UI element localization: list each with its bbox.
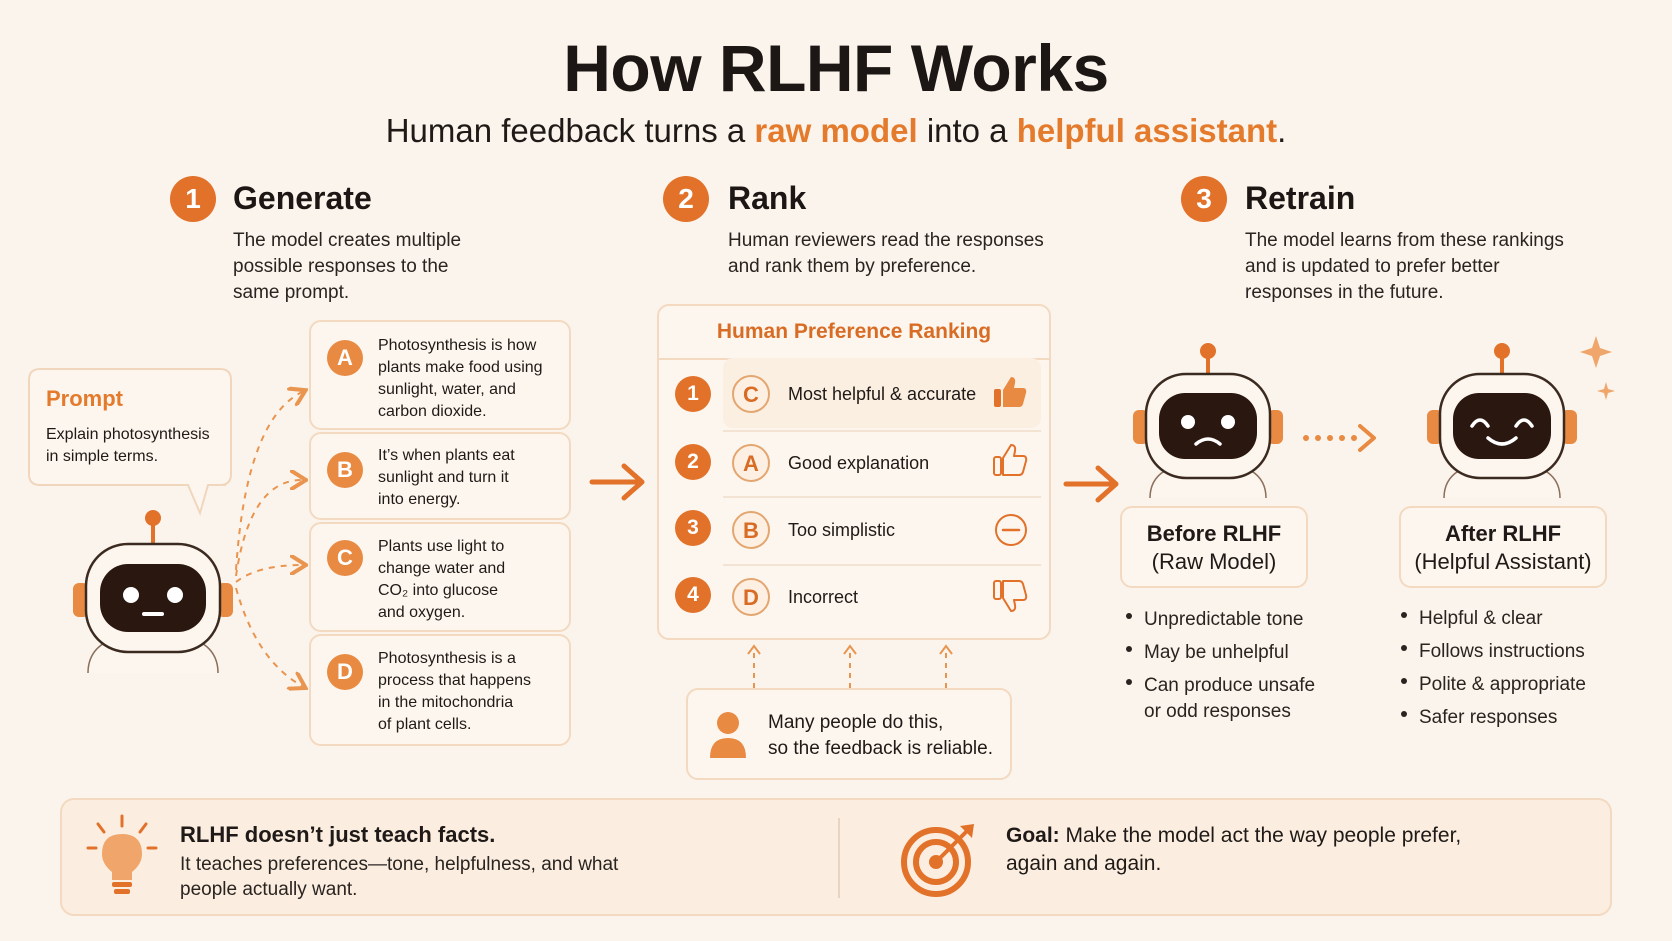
page-title: How RLHF Works — [563, 31, 1109, 105]
response-letter: C — [327, 540, 363, 576]
rank-letter: C — [732, 375, 770, 413]
step-3-description: The model learns from these rankings and… — [1245, 230, 1564, 303]
summary-heading: RLHF doesn’t just teach facts. — [180, 822, 496, 847]
response-letter: B — [327, 452, 363, 488]
trait-item: May be unhelpful — [1124, 636, 1315, 669]
raw-model-robot-icon — [73, 510, 233, 674]
rank-letter: A — [732, 444, 770, 482]
ranking-panel: Human Preference Ranking 1 C Most helpfu… — [657, 304, 1051, 640]
trait-item: Safer responses — [1399, 701, 1586, 734]
page-subtitle: Human feedback turns a raw model into a … — [385, 112, 1287, 149]
rank-label: Most helpful & accurate — [788, 384, 977, 404]
response-letter: D — [327, 654, 363, 690]
generation-arrows — [235, 380, 308, 700]
summary-text: It teaches preferences—tone, helpfulness… — [180, 854, 619, 900]
rank-label: Too simplistic — [788, 520, 896, 540]
step-3-title: Retrain — [1245, 180, 1356, 216]
dotted-arrow-icon — [1303, 424, 1376, 452]
before-rlhf-traits: Unpredictable tone May be unhelpful Can … — [1124, 603, 1315, 725]
step-2-description: Human reviewers read the responses and r… — [728, 230, 1044, 277]
arrow-right-icon — [589, 463, 645, 501]
highlight-raw-model: raw model — [754, 112, 918, 149]
highlight-helpful-assistant: helpful assistant — [1016, 112, 1278, 149]
reviewer-note-text: Many people do this, so the feedback is … — [768, 712, 993, 759]
rank-row-1 — [723, 358, 1041, 428]
rank-label: Good explanation — [788, 453, 930, 473]
minus-circle-icon — [995, 514, 1027, 546]
rank-number: 2 — [675, 444, 711, 480]
after-rlhf-label: After RLHF (Helpful Assistant) — [1399, 506, 1607, 588]
prompt-label: Prompt — [46, 386, 123, 411]
trait-item: Unpredictable tone — [1124, 603, 1315, 636]
rank-letter: D — [732, 578, 770, 616]
sad-robot-icon — [1133, 343, 1283, 499]
step-3-number: 3 — [1181, 176, 1227, 222]
summary-banner: RLHF doesn’t just teach facts. It teache… — [60, 798, 1612, 916]
before-rlhf-label: Before RLHF (Raw Model) — [1120, 506, 1308, 588]
after-rlhf-traits: Helpful & clear Follows instructions Pol… — [1399, 602, 1586, 734]
response-letter: A — [327, 340, 363, 376]
thumbs-up-filled-icon — [994, 377, 1027, 407]
prompt-bubble: Prompt Explain photosynthesis in simple … — [28, 368, 232, 516]
trait-item: Follows instructions — [1399, 635, 1586, 668]
rank-number: 1 — [675, 376, 711, 412]
rank-label: Incorrect — [788, 587, 859, 607]
arrow-right-icon — [1063, 465, 1119, 503]
prompt-text: Explain photosynthesis in simple terms. — [46, 426, 210, 465]
rank-number: 4 — [675, 577, 711, 613]
ranking-title: Human Preference Ranking — [716, 320, 992, 343]
thumbs-down-icon — [993, 580, 1028, 612]
step-2-number: 2 — [663, 176, 709, 222]
reviewer-note: Many people do this, so the feedback is … — [686, 688, 1012, 780]
target-icon — [901, 824, 974, 897]
step-1-description: The model creates multiple possible resp… — [233, 230, 462, 303]
sparkle-icon — [1580, 336, 1615, 400]
step-1-title: Generate — [233, 180, 372, 216]
divider — [838, 818, 840, 898]
feedback-arrows — [747, 644, 953, 688]
goal-text: Goal: Make the model act the way people … — [1006, 824, 1462, 875]
trait-item: Helpful & clear — [1399, 602, 1586, 635]
rank-number: 3 — [675, 510, 711, 546]
rank-letter: B — [732, 511, 770, 549]
trait-item: Polite & appropriate — [1399, 668, 1586, 701]
thumbs-up-outline-icon — [993, 444, 1028, 476]
lightbulb-icon — [86, 814, 158, 894]
happy-robot-icon — [1427, 343, 1577, 499]
person-icon — [710, 712, 746, 758]
step-2-title: Rank — [728, 180, 807, 216]
step-1-number: 1 — [170, 176, 216, 222]
trait-item: Can produce unsafe or odd responses — [1124, 669, 1315, 725]
